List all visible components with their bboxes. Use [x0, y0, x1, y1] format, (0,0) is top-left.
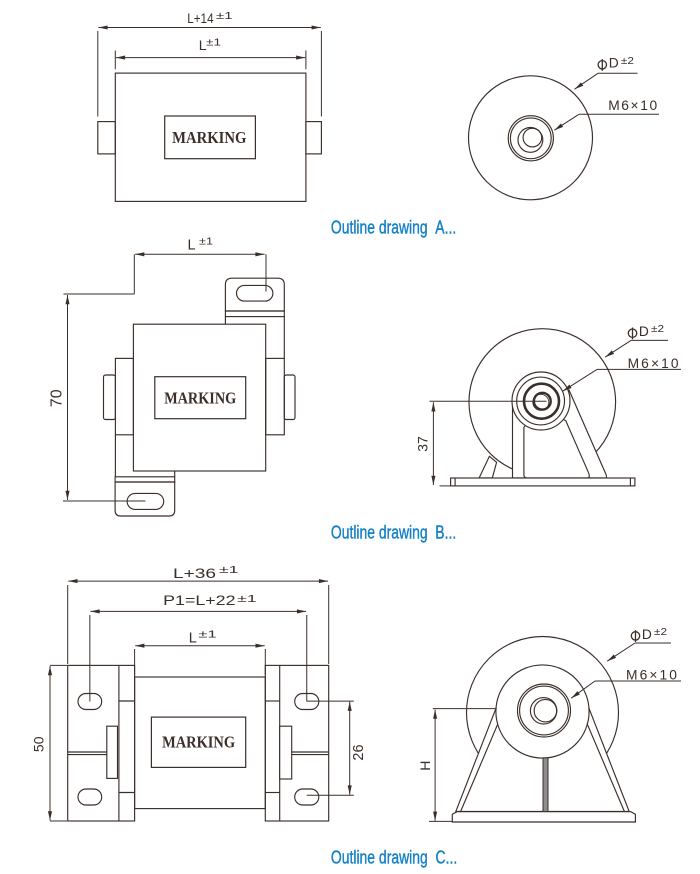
svg-text:50: 50: [31, 736, 47, 752]
svg-text:MARKING: MARKING: [172, 128, 246, 147]
svg-text:L: L: [189, 631, 197, 647]
svg-text:±1: ±1: [237, 593, 257, 605]
svg-text:±1: ±1: [198, 628, 217, 640]
svg-text:D: D: [639, 324, 649, 339]
svg-text:MARKING: MARKING: [162, 733, 235, 752]
svg-text:M6×10: M6×10: [608, 98, 659, 113]
svg-text:M6×10: M6×10: [628, 356, 681, 371]
svg-text:±1: ±1: [219, 564, 239, 576]
svg-text:Outline drawing B...: Outline drawing B...: [331, 523, 456, 543]
svg-text:26: 26: [351, 744, 367, 760]
svg-text:L+36: L+36: [173, 565, 216, 581]
svg-text:M6×10: M6×10: [626, 667, 679, 682]
svg-text:P1=L+22: P1=L+22: [163, 592, 236, 608]
svg-text:37: 37: [415, 436, 431, 452]
svg-text:H: H: [417, 761, 433, 771]
svg-text:Outline drawing C...: Outline drawing C...: [331, 848, 457, 868]
svg-text:±1: ±1: [206, 36, 221, 48]
svg-text:D: D: [609, 56, 619, 71]
svg-text:Outline drawing A...: Outline drawing A...: [331, 218, 456, 238]
svg-text:L: L: [199, 37, 207, 53]
svg-text:±1: ±1: [216, 10, 233, 22]
svg-text:MARKING: MARKING: [164, 388, 236, 407]
svg-text:±1: ±1: [199, 235, 213, 247]
svg-text:70: 70: [49, 389, 66, 407]
svg-text:±2: ±2: [621, 56, 635, 67]
svg-text:L: L: [188, 238, 196, 254]
svg-text:L+14: L+14: [187, 10, 214, 26]
svg-text:±2: ±2: [651, 324, 665, 335]
svg-text:±2: ±2: [654, 627, 668, 638]
svg-text:D: D: [642, 627, 652, 642]
